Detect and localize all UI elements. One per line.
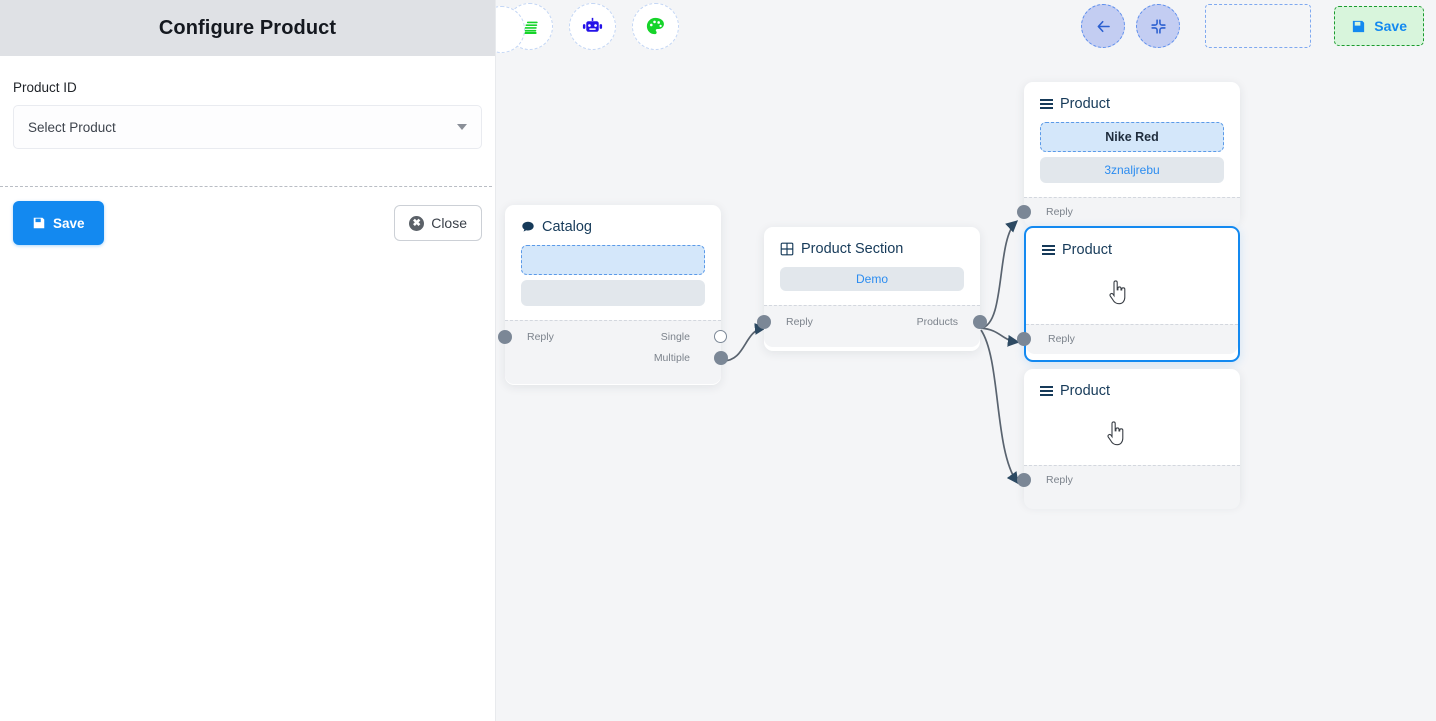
port-label-reply: Reply bbox=[1046, 206, 1073, 218]
canvas-toolbar-right: Save bbox=[1081, 4, 1424, 48]
pointer-cursor-icon bbox=[1108, 280, 1128, 305]
edge-section-to-product-3 bbox=[980, 329, 1019, 485]
product-select[interactable]: Select Product bbox=[13, 105, 482, 149]
port-label-reply: Reply bbox=[1048, 333, 1075, 345]
chevron-down-icon bbox=[457, 124, 467, 130]
arrow-left-icon bbox=[1094, 17, 1113, 36]
hamburger-icon bbox=[1040, 98, 1053, 110]
node-product-1-title: Product bbox=[1060, 96, 1110, 112]
node-product-1-footer: Reply bbox=[1017, 197, 1240, 227]
page-title: Configure Product bbox=[158, 16, 337, 39]
port-catalog-single[interactable] bbox=[714, 330, 727, 343]
grid-icon bbox=[780, 242, 794, 256]
node-catalog-message-block[interactable] bbox=[521, 245, 705, 275]
node-product-1-header: Product bbox=[1024, 82, 1240, 122]
floppy-disk-icon bbox=[1351, 19, 1366, 34]
fit-to-screen-button[interactable] bbox=[1136, 4, 1181, 48]
compress-icon bbox=[1150, 18, 1167, 35]
node-product-2-footer: Reply bbox=[1017, 324, 1238, 354]
port-label-reply: Reply bbox=[1046, 474, 1073, 486]
port-product-1-reply[interactable] bbox=[1017, 205, 1031, 219]
robot-icon-button[interactable] bbox=[569, 3, 616, 50]
node-product-section-footer: Reply Products bbox=[757, 305, 987, 347]
node-product-2-body bbox=[1026, 268, 1238, 324]
node-product-3-title: Product bbox=[1060, 383, 1110, 399]
node-product-section[interactable]: Product Section Demo Reply Products bbox=[757, 227, 987, 351]
close-button-label: Close bbox=[431, 215, 467, 231]
node-catalog-secondary-block[interactable] bbox=[521, 280, 705, 306]
port-product-2-reply[interactable] bbox=[1017, 332, 1031, 346]
port-label-single: Single bbox=[660, 331, 690, 343]
pointer-cursor-icon bbox=[1106, 421, 1126, 446]
node-product-section-title: Product Section bbox=[801, 241, 904, 257]
edge-section-to-product-1 bbox=[980, 220, 1019, 329]
toolbar-placeholder-slot bbox=[1205, 4, 1312, 48]
node-catalog-title: Catalog bbox=[542, 219, 592, 235]
node-catalog-footer: Reply Single Multiple bbox=[498, 320, 728, 384]
node-product-1-name-block[interactable]: Nike Red bbox=[1040, 122, 1224, 152]
edge-section-to-product-2 bbox=[980, 327, 1020, 347]
port-label-multiple: Multiple bbox=[653, 352, 690, 364]
edge-catalog-to-section bbox=[722, 323, 767, 362]
port-product-3-reply[interactable] bbox=[1017, 473, 1031, 487]
port-catalog-reply[interactable] bbox=[498, 330, 512, 344]
canvas-save-label: Save bbox=[1374, 18, 1407, 34]
port-label-reply: Reply bbox=[786, 316, 813, 328]
node-product-3-header: Product bbox=[1024, 369, 1240, 409]
port-section-products[interactable] bbox=[973, 315, 987, 329]
node-product-1-desc-block[interactable]: 3znaljrebu bbox=[1040, 157, 1224, 183]
node-catalog[interactable]: Catalog Reply Single Multiple bbox=[498, 205, 728, 385]
panel-divider bbox=[0, 186, 492, 187]
robot-icon bbox=[581, 15, 604, 38]
node-product-section-header: Product Section bbox=[764, 227, 980, 267]
node-product-3[interactable]: Product Reply bbox=[1017, 369, 1240, 509]
canvas-toolbar-left bbox=[496, 3, 679, 53]
node-product-3-body bbox=[1024, 409, 1240, 465]
node-product-2-header: Product bbox=[1026, 228, 1238, 268]
port-label-products: Products bbox=[916, 316, 958, 328]
node-product-2-title: Product bbox=[1062, 242, 1112, 258]
node-product-3-footer: Reply bbox=[1017, 465, 1240, 509]
panel-header: Configure Product bbox=[0, 0, 495, 56]
flow-canvas[interactable]: Save bbox=[496, 0, 1436, 721]
close-button[interactable]: ✖ Close bbox=[394, 205, 482, 241]
palette-icon bbox=[644, 15, 667, 38]
product-id-label: Product ID bbox=[13, 80, 77, 95]
hamburger-icon bbox=[1040, 385, 1053, 397]
product-select-value: Select Product bbox=[28, 119, 116, 135]
configure-product-panel: Configure Product Product ID Select Prod… bbox=[0, 0, 496, 721]
panel-body: Product ID Select Product bbox=[0, 56, 495, 149]
panel-actions: Save ✖ Close bbox=[0, 200, 495, 246]
floppy-disk-icon bbox=[32, 216, 46, 230]
save-button[interactable]: Save bbox=[13, 201, 104, 245]
node-product-section-body: Demo bbox=[764, 267, 980, 305]
palette-icon-button[interactable] bbox=[632, 3, 679, 50]
node-product-1-body: Nike Red 3znaljrebu bbox=[1024, 122, 1240, 197]
node-product-section-demo-block[interactable]: Demo bbox=[780, 267, 964, 291]
port-label-reply: Reply bbox=[527, 331, 554, 343]
node-product-2[interactable]: Product Reply bbox=[1017, 226, 1240, 362]
port-section-reply[interactable] bbox=[757, 315, 771, 329]
canvas-save-button[interactable]: Save bbox=[1334, 6, 1424, 46]
chat-bubble-icon bbox=[521, 220, 535, 234]
back-button[interactable] bbox=[1081, 4, 1126, 48]
save-button-label: Save bbox=[53, 215, 85, 231]
node-catalog-header: Catalog bbox=[505, 205, 721, 245]
close-circle-icon: ✖ bbox=[409, 215, 425, 231]
port-catalog-multiple[interactable] bbox=[714, 351, 728, 365]
hamburger-icon bbox=[1042, 244, 1055, 256]
node-catalog-body bbox=[505, 245, 721, 320]
node-product-1[interactable]: Product Nike Red 3znaljrebu Reply bbox=[1017, 82, 1240, 227]
